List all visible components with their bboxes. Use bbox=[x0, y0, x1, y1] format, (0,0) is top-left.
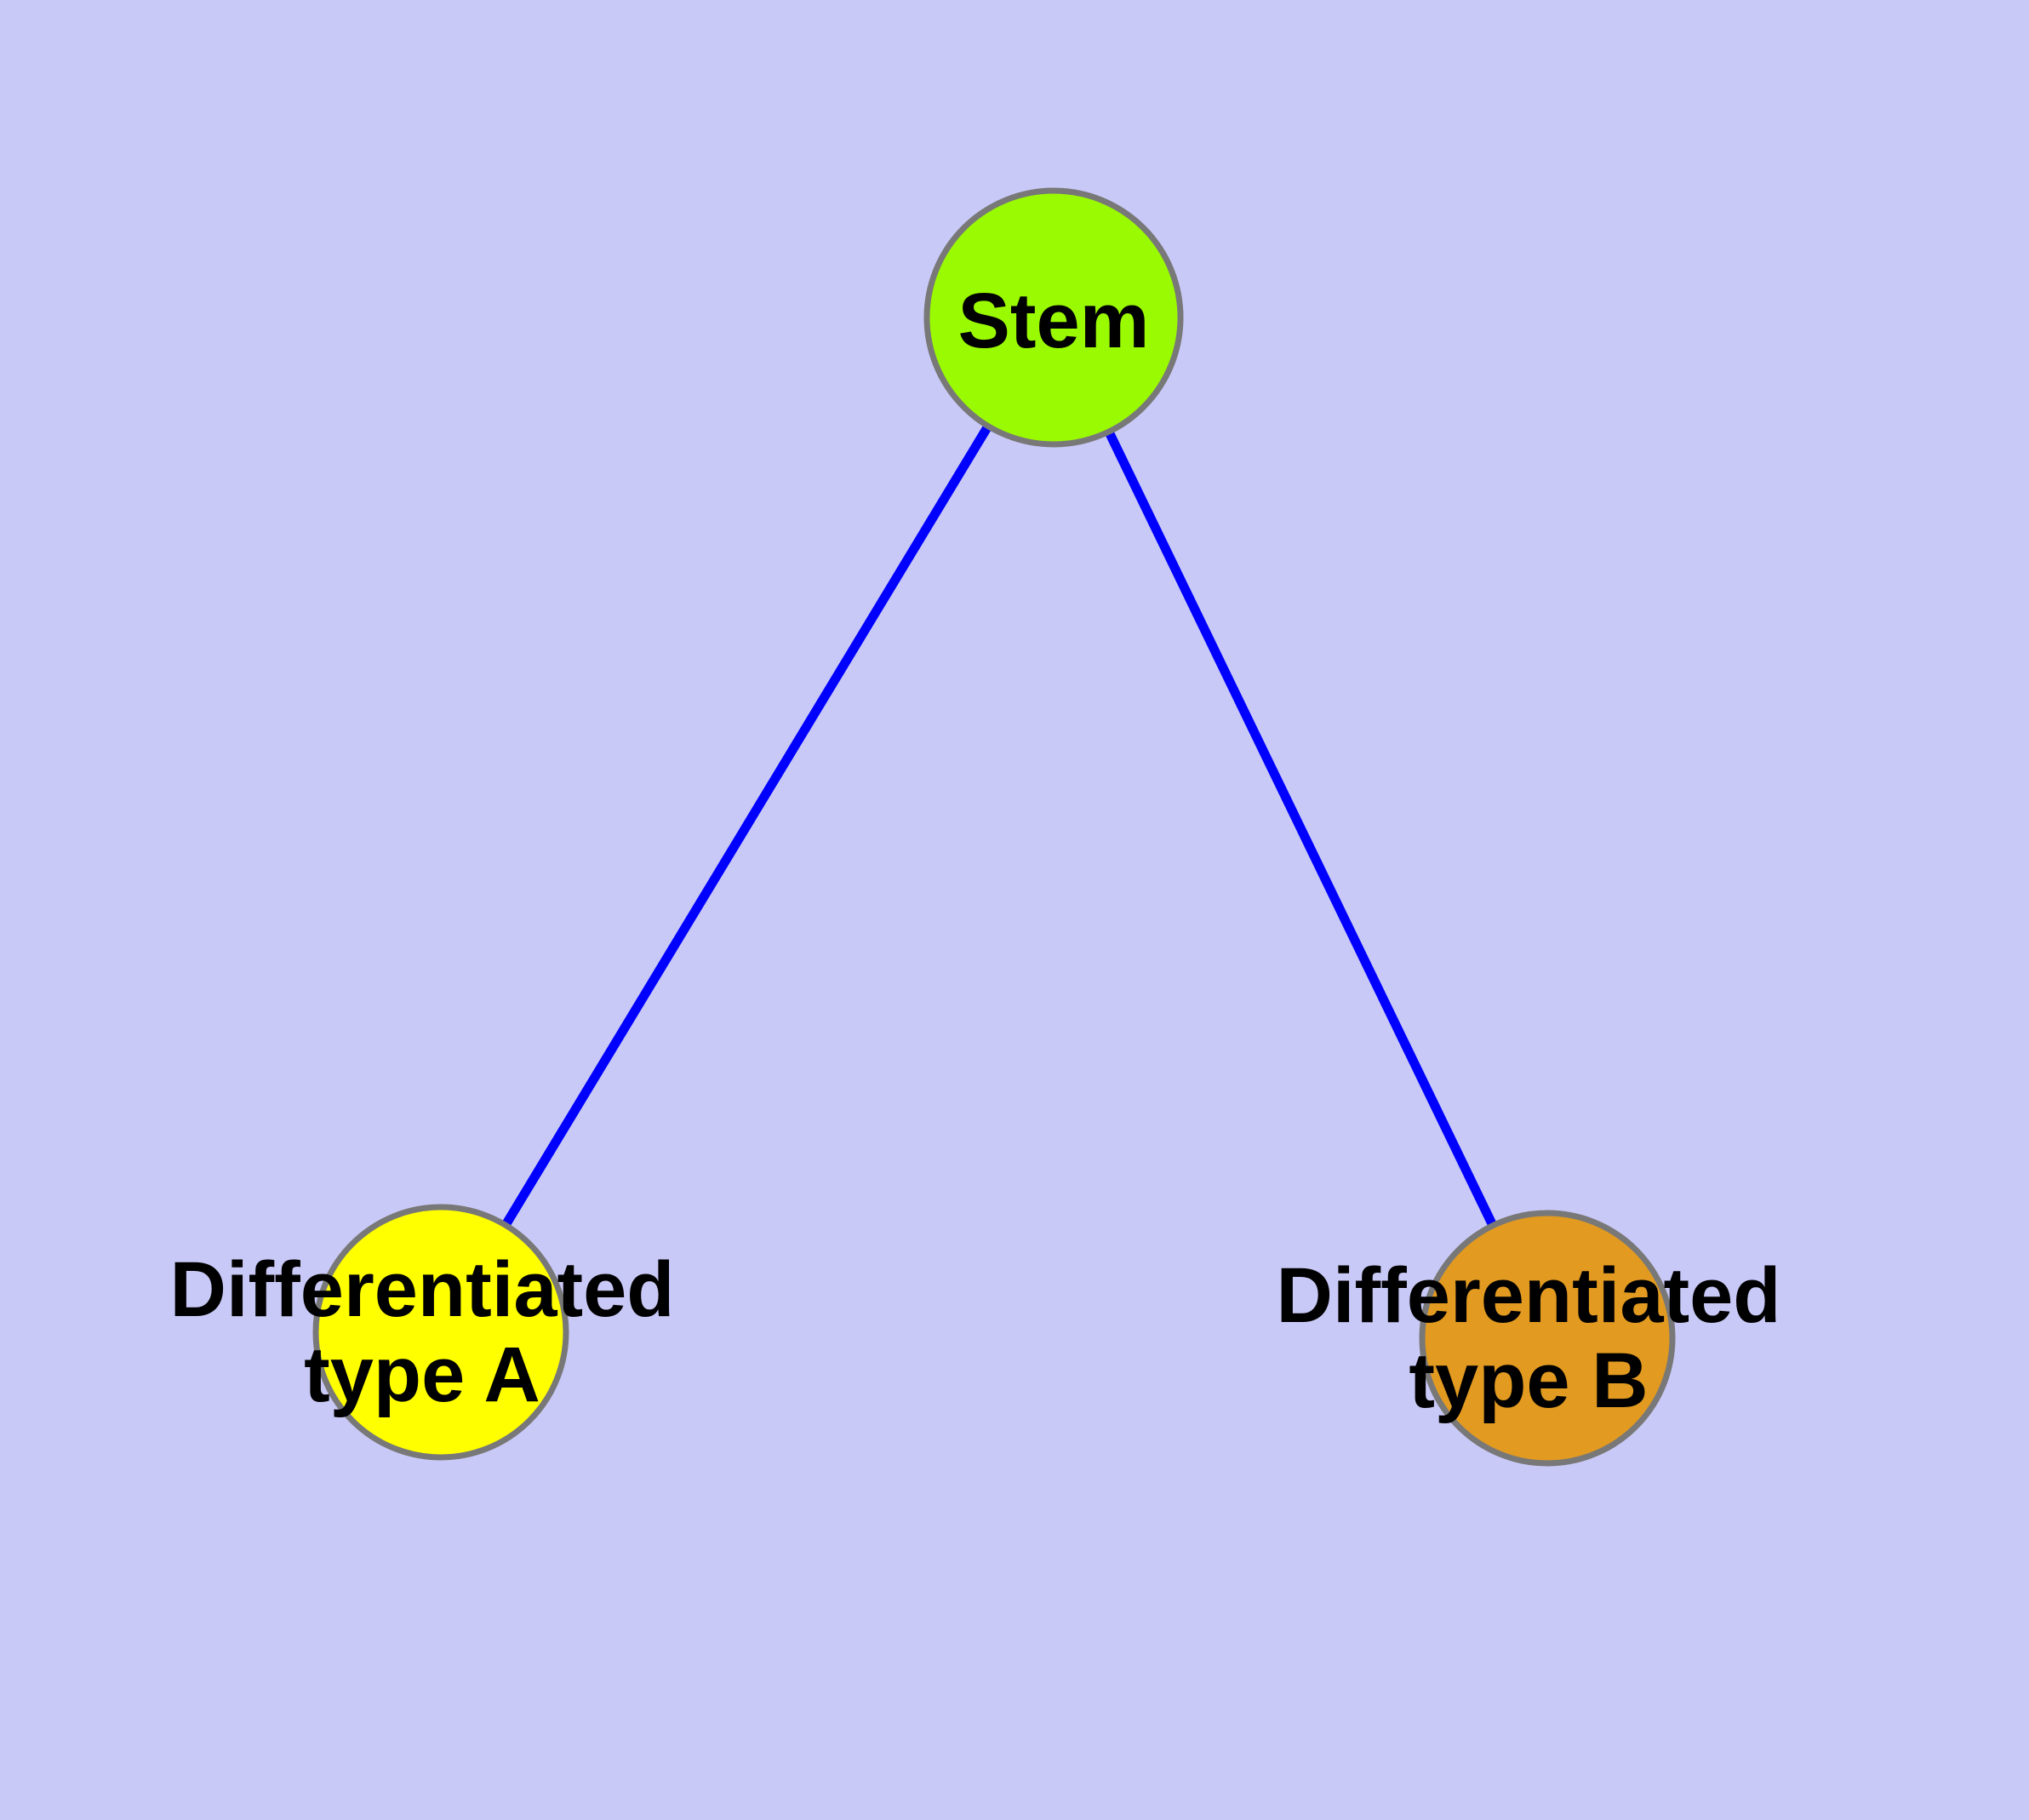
node-type-a-label: Differentiated type A bbox=[170, 1247, 675, 1417]
node-type-a-label-line2: type A bbox=[304, 1331, 540, 1418]
edge-stem-to-type-a bbox=[437, 315, 1058, 1335]
node-type-a-circle bbox=[312, 1204, 569, 1461]
node-type-a-label-line1: Differentiated bbox=[169, 1246, 675, 1333]
edge-stem-to-type-b bbox=[1049, 315, 1552, 1341]
node-stem-label: Stem bbox=[957, 278, 1150, 364]
node-type-b-label: Differentiated type B bbox=[1277, 1253, 1781, 1423]
node-type-b-label-line1: Differentiated bbox=[1276, 1252, 1781, 1339]
node-type-b-label-line2: type B bbox=[1409, 1337, 1649, 1424]
node-stem-circle bbox=[923, 187, 1184, 448]
node-type-b-circle bbox=[1419, 1210, 1676, 1467]
